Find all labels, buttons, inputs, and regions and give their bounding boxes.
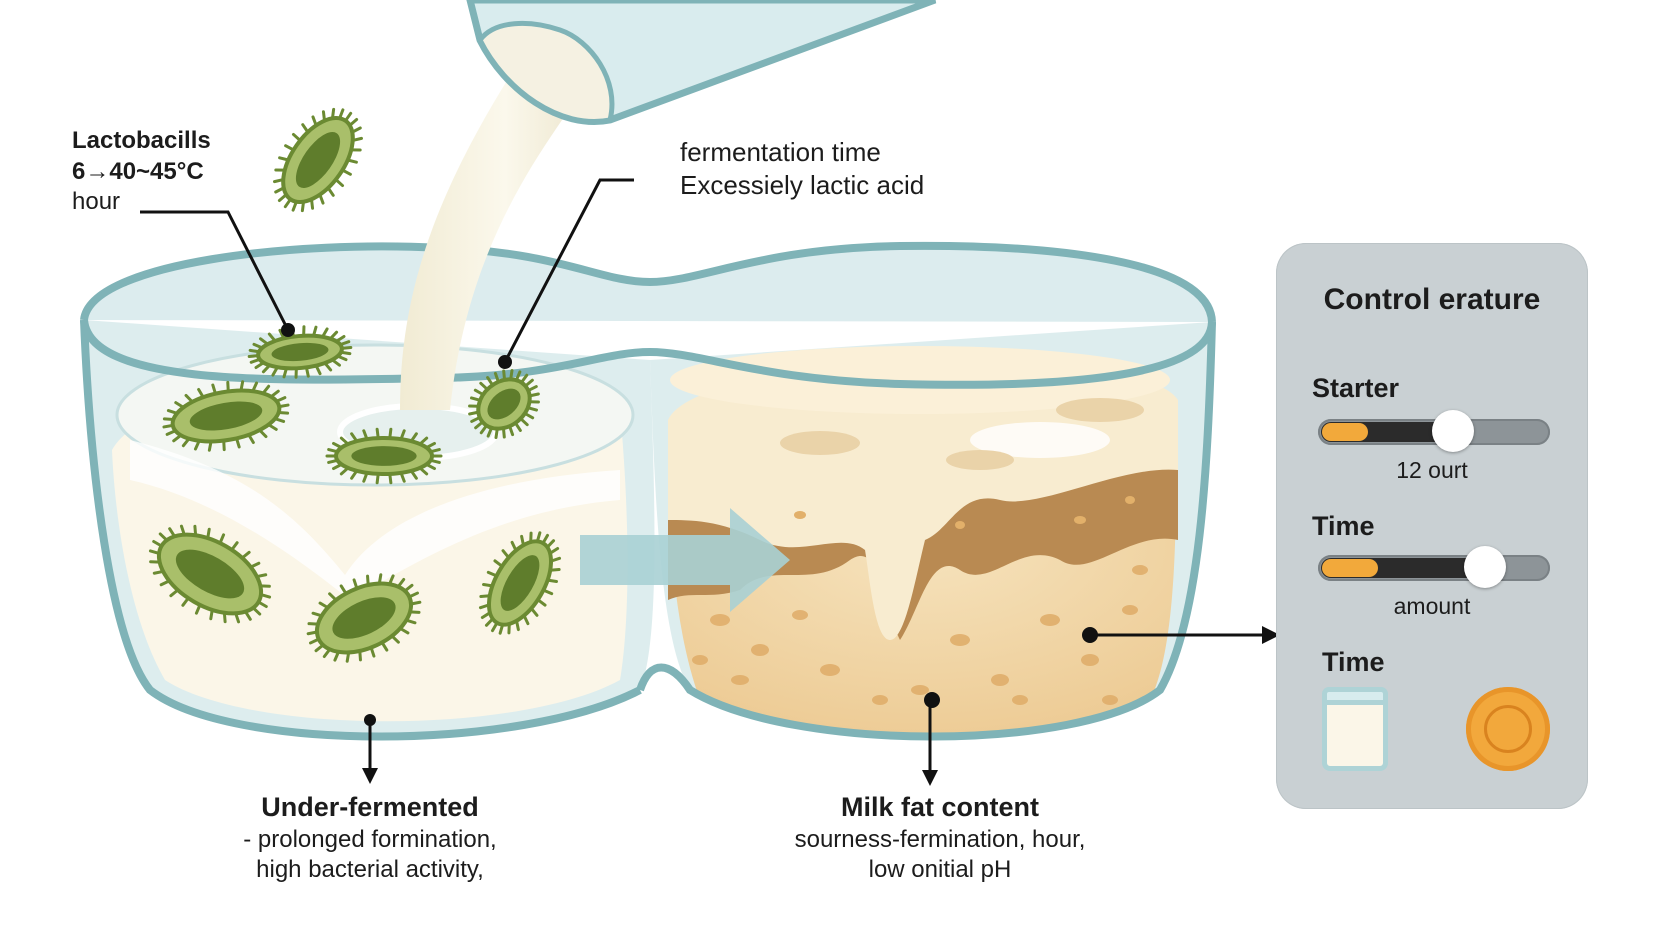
bacterium <box>148 524 272 624</box>
bacteria-group <box>148 107 562 663</box>
bowl-rim <box>80 319 1216 741</box>
label-lactobacilli: Lactobacills 6→40~45°C hour <box>72 126 211 218</box>
under-fermented-line1: - prolonged formination, <box>243 825 497 853</box>
control-panel: Control erature Starter 12 ourt Time amo… <box>1276 243 1588 809</box>
bacterium <box>468 368 540 440</box>
bacterium <box>162 380 290 452</box>
milk-pour <box>400 0 937 410</box>
milk-fat-title: Milk fat content <box>840 792 1039 822</box>
starter-slider-fill <box>1322 423 1369 441</box>
starter-value: 12 ourt <box>1396 457 1468 483</box>
bowl-back <box>80 241 1216 323</box>
time-label: Time <box>1312 511 1375 541</box>
starter-slider-knob[interactable] <box>1431 410 1474 452</box>
fermentation-line2: Excessiely lactic acid <box>680 170 925 201</box>
bacterium <box>247 325 353 379</box>
starter-label: Starter <box>1312 373 1400 403</box>
bacterium <box>306 573 422 663</box>
jar-lid <box>1322 687 1388 705</box>
lactobacilli-line1: Lactobacills <box>72 127 211 154</box>
label-milk-fat: Milk fat content sourness-fermination, h… <box>760 790 1120 886</box>
time2-label: Time <box>1322 647 1385 677</box>
label-fermentation: fermentation time Excessiely lactic acid <box>680 136 924 203</box>
arrowheads <box>362 626 1280 786</box>
leader-dots <box>281 323 1098 726</box>
control-panel-title: Control erature <box>1323 283 1541 316</box>
right-bowl <box>650 322 1212 737</box>
label-under-fermented: Under-fermented - prolonged formination,… <box>210 790 530 886</box>
starter-slider[interactable] <box>1318 410 1550 452</box>
under-fermented-line2: high bacterial activity, <box>256 856 484 884</box>
time-slider[interactable] <box>1318 546 1550 588</box>
time-slider-knob[interactable] <box>1464 546 1507 588</box>
lactobacilli-line3: hour <box>72 188 121 216</box>
jar-icon[interactable] <box>1322 687 1388 771</box>
time-slider-fill <box>1322 559 1378 577</box>
milk-fat-line2: low onitial pH <box>868 856 1012 884</box>
milk-fat-line1: sourness-fermination, hour, <box>794 825 1086 853</box>
start-button[interactable] <box>1466 687 1550 771</box>
bacterium <box>273 107 363 213</box>
time-value: amount <box>1393 593 1471 619</box>
start-button-ring <box>1484 705 1532 753</box>
lactobacilli-line2: 6→40~45°C <box>72 157 204 185</box>
flow-arrow <box>580 508 790 612</box>
fermentation-line1: fermentation time <box>680 137 881 167</box>
under-fermented-title: Under-fermented <box>261 792 479 822</box>
bacterium <box>325 427 443 485</box>
bacterium <box>478 531 562 635</box>
